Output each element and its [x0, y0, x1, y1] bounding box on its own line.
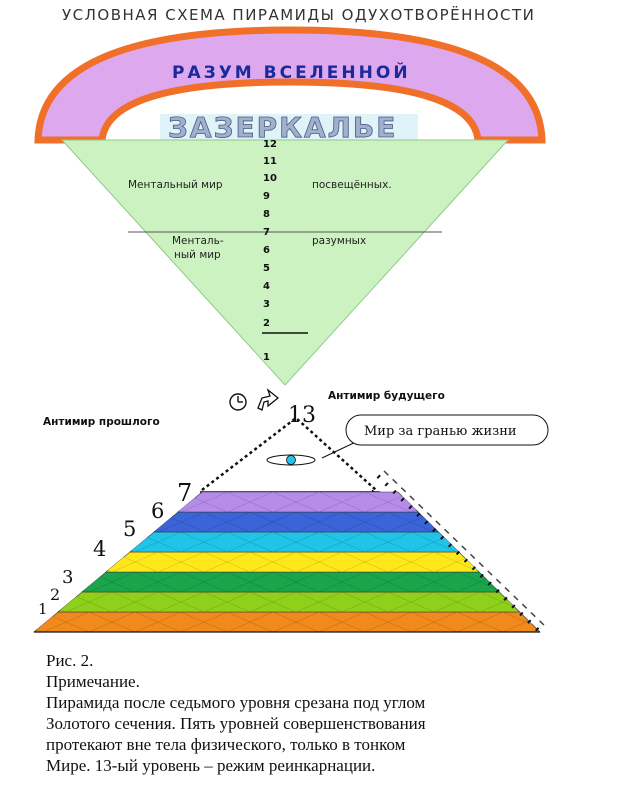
- universe-arch-label: РАЗУМ ВСЕЛЕННОЙ: [172, 61, 411, 83]
- band-diamond: [480, 532, 526, 552]
- pyramid-number-1: 1: [38, 600, 48, 618]
- mental-triangle: [60, 139, 510, 386]
- pyramid-diagram: УСЛОВНАЯ СХЕМА ПИРАМИДЫ ОДУХОТВОРЁННОСТИ…: [20, 5, 620, 634]
- level-number: 7: [263, 227, 270, 238]
- upper-level-numbers: 12 11 10 9 8 7 6 5 4 3 2 1: [263, 139, 277, 363]
- mental-world-right-label: посвещённых.: [312, 179, 392, 191]
- band-diamond: [503, 552, 549, 572]
- pyramid-number-7: 7: [177, 479, 192, 507]
- band-diamond: [526, 492, 572, 512]
- level-number: 1: [263, 352, 270, 363]
- bubble-text: Мир за гранью жизни: [364, 424, 517, 439]
- band-diamond: [457, 512, 503, 532]
- band-diamond: [572, 572, 618, 592]
- band-diamond: [526, 532, 572, 552]
- pyramid-number-5: 5: [123, 517, 136, 541]
- pyramid-number-13: 13: [288, 403, 316, 428]
- level-number: 11: [263, 156, 277, 167]
- pyramid-number-2: 2: [50, 585, 60, 604]
- band-diamond: [572, 612, 618, 632]
- clock-icon: [229, 393, 247, 411]
- band-diamond: [66, 492, 112, 512]
- band-diamond: [595, 592, 620, 612]
- band-diamond: [43, 512, 89, 532]
- antiworld-past-label: Антимир прошлого: [43, 416, 160, 428]
- caption-line: протекают вне тела физического, только в…: [46, 735, 406, 754]
- level-number: 4: [263, 281, 270, 292]
- mental-lower-left-label-1: Менталь-: [172, 235, 224, 247]
- diagram-title: УСЛОВНАЯ СХЕМА ПИРАМИДЫ ОДУХОТВОРЁННОСТИ: [62, 5, 535, 24]
- band-diamond: [595, 512, 620, 532]
- level-number: 9: [263, 191, 270, 202]
- figure-caption: Рис. 2. Примечание. Пирамида после седьм…: [46, 650, 606, 776]
- band-diamond: [572, 492, 618, 512]
- caption-note-heading: Примечание.: [46, 672, 140, 691]
- band-diamond: [434, 492, 480, 512]
- band-diamond: [595, 552, 620, 572]
- band-diamond: [549, 512, 595, 532]
- eye-icon: [266, 454, 316, 466]
- right-dashed-side: [376, 470, 547, 634]
- level-number: 8: [263, 209, 270, 220]
- band-diamond: [549, 552, 595, 572]
- caption-figure-number: Рис. 2.: [46, 651, 94, 670]
- band-diamond: [549, 592, 595, 612]
- band-diamond: [503, 512, 549, 532]
- mirror-label: ЗАЗЕРКАЛЬЕ: [168, 111, 397, 144]
- caption-line: Мире. 13-ый уровень – режим реинкарнации…: [46, 756, 376, 775]
- band-diamond: [572, 532, 618, 552]
- pyramid-bands: [20, 491, 620, 633]
- level-number: 5: [263, 263, 270, 274]
- bubble-box: [345, 414, 549, 446]
- band-diamond: [20, 492, 66, 512]
- pyramid-number-3: 3: [62, 567, 73, 588]
- band-diamond: [20, 532, 66, 552]
- pyramid-number-4: 4: [93, 537, 106, 561]
- level-number: 3: [263, 299, 270, 310]
- level-number: 10: [263, 173, 277, 184]
- caption-line: Пирамида после седьмого уровня срезана п…: [46, 693, 426, 712]
- band-diamond: [480, 492, 526, 512]
- antiworld-future-label: Антимир будущего: [328, 390, 445, 402]
- band-diamond: [526, 572, 572, 592]
- mental-lower-right-label: разумных: [312, 235, 366, 247]
- level-number: 6: [263, 245, 270, 256]
- level-number: 2: [263, 318, 270, 329]
- level-number: 12: [263, 139, 277, 150]
- pyramid-number-6: 6: [151, 499, 164, 523]
- mirror-band: [160, 114, 418, 140]
- return-arrow-icon: [257, 388, 280, 411]
- mental-world-left-label: Ментальный мир: [128, 179, 223, 191]
- caption-line: Золотого сечения. Пять уровней совершенс…: [46, 714, 426, 733]
- mental-lower-left-label-2: ный мир: [174, 249, 221, 261]
- universe-arch: [34, 26, 546, 144]
